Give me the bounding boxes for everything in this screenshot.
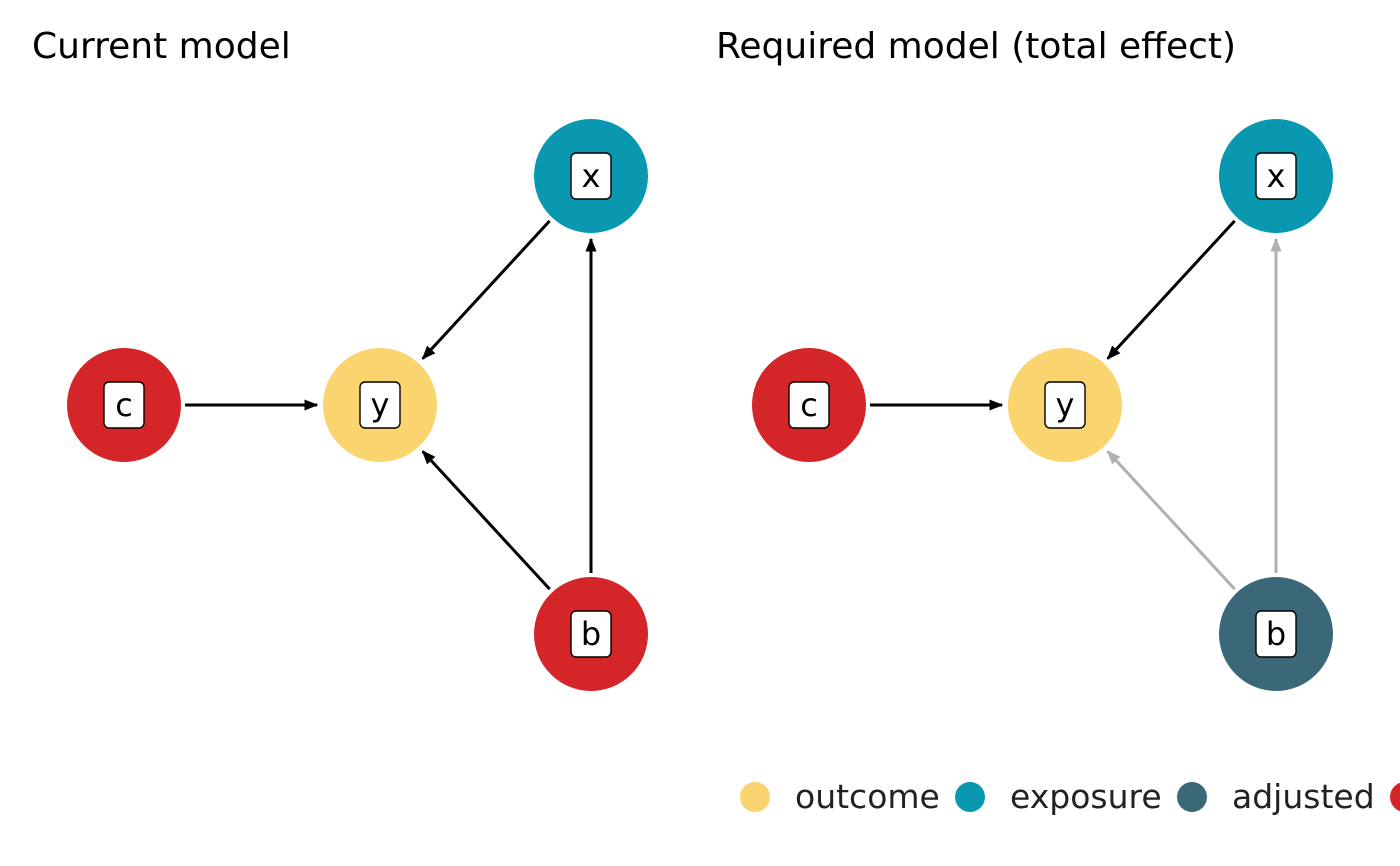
node-label-box bbox=[359, 381, 401, 429]
node-b: b bbox=[534, 577, 648, 691]
node-label-box bbox=[570, 152, 612, 200]
legend-item-outcome: outcome bbox=[740, 777, 940, 816]
panel-current-model: Current model c y x b bbox=[32, 26, 648, 691]
node-c: c bbox=[67, 348, 181, 462]
node-y: y bbox=[323, 348, 437, 462]
node-b: b bbox=[1219, 577, 1333, 691]
edge-layer bbox=[185, 219, 597, 591]
node-label: b bbox=[1266, 615, 1286, 653]
edge-x-to-y bbox=[421, 219, 551, 360]
node-y: y bbox=[1008, 348, 1122, 462]
edge-layer bbox=[870, 219, 1282, 591]
legend-swatch-confounder bbox=[1390, 782, 1400, 812]
node-label-box bbox=[1044, 381, 1086, 429]
node-label: b bbox=[581, 615, 601, 653]
edge-b-to-y bbox=[421, 450, 551, 591]
node-layer: c y x b bbox=[752, 119, 1333, 691]
node-label-box bbox=[1255, 152, 1297, 200]
panel-title-required-model: Required model (total effect) bbox=[716, 26, 1236, 67]
legend-item-exposure: exposure bbox=[955, 777, 1162, 816]
legend-item-confounder: confounder bbox=[1390, 782, 1400, 812]
node-x: x bbox=[1219, 119, 1333, 233]
legend-label-exposure: exposure bbox=[1010, 777, 1162, 816]
legend-swatch-outcome bbox=[740, 782, 770, 812]
node-label: y bbox=[1056, 386, 1075, 424]
legend-swatch-adjusted bbox=[1177, 782, 1207, 812]
node-label-box bbox=[103, 381, 145, 429]
panel-required-model: Required model (total effect) c y x b bbox=[716, 26, 1333, 691]
node-label: y bbox=[371, 386, 390, 424]
node-label-box bbox=[1255, 610, 1297, 658]
node-label: x bbox=[582, 157, 601, 195]
node-label-box bbox=[788, 381, 830, 429]
node-layer: c y x b bbox=[67, 119, 648, 691]
node-label: c bbox=[800, 386, 818, 424]
edge-b-to-y bbox=[1106, 450, 1236, 591]
legend-label-outcome: outcome bbox=[795, 777, 940, 816]
node-label: c bbox=[115, 386, 133, 424]
panel-title-current-model: Current model bbox=[32, 26, 291, 67]
node-label-box bbox=[570, 610, 612, 658]
node-x: x bbox=[534, 119, 648, 233]
legend-item-adjusted: adjusted bbox=[1177, 777, 1375, 816]
edge-x-to-y bbox=[1106, 219, 1236, 360]
legend-swatch-exposure bbox=[955, 782, 985, 812]
legend-label-adjusted: adjusted bbox=[1232, 777, 1375, 816]
legend: outcome exposure adjusted confounder bbox=[740, 777, 1400, 816]
node-c: c bbox=[752, 348, 866, 462]
node-label: x bbox=[1267, 157, 1286, 195]
